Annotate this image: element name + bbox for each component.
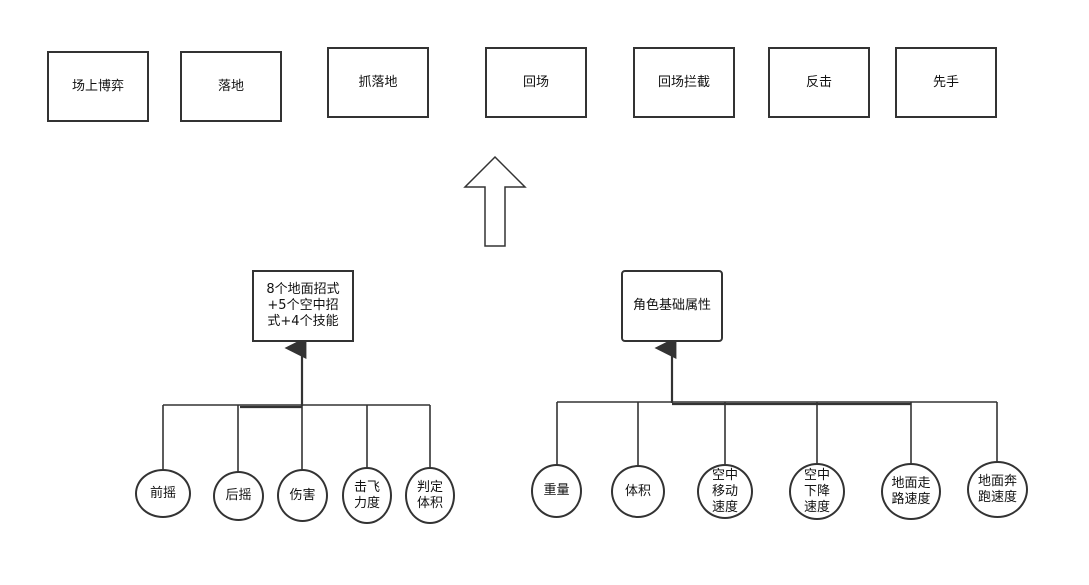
prop-recovery-node: 后摇 bbox=[213, 471, 264, 521]
prop-hitbox-label: 判定 体积 bbox=[416, 479, 443, 511]
moves-tree-connectors bbox=[162, 337, 431, 472]
top-return-label: 回场 bbox=[522, 74, 549, 90]
top-first-hand-label: 先手 bbox=[932, 74, 959, 90]
prop-air-speed-label: 空中 移动 速度 bbox=[711, 467, 738, 515]
prop-walk-speed-node: 地面走 路速度 bbox=[881, 463, 941, 520]
top-catch-landing-label: 抓落地 bbox=[358, 74, 398, 90]
prop-weight-label: 重量 bbox=[543, 483, 570, 498]
top-first-hand-box: 先手 bbox=[895, 47, 997, 118]
prop-fall-speed-node: 空中 下降 速度 bbox=[789, 463, 845, 520]
prop-damage-label: 伤害 bbox=[289, 487, 316, 503]
prop-volume-label: 体积 bbox=[624, 483, 651, 499]
prop-run-speed-label: 地面奔 跑速度 bbox=[977, 473, 1017, 505]
prop-weight-node: 重量 bbox=[531, 464, 582, 518]
big-up-arrow bbox=[463, 155, 527, 247]
top-field-play-label: 场上博弈 bbox=[71, 78, 124, 94]
attributes-tree-connectors bbox=[556, 337, 998, 466]
prop-hitbox-node: 判定 体积 bbox=[405, 467, 455, 524]
attributes-box-label: 角色基础属性 bbox=[632, 298, 711, 313]
prop-walk-speed-label: 地面走 路速度 bbox=[891, 475, 931, 507]
top-counterattack-label: 反击 bbox=[805, 74, 832, 90]
prop-volume-node: 体积 bbox=[611, 465, 665, 518]
moves-box: 8个地面招式 +5个空中招 式+4个技能 bbox=[252, 270, 354, 342]
top-landing-label: 落地 bbox=[217, 78, 244, 94]
prop-knockback-label: 击飞 力度 bbox=[353, 479, 380, 511]
prop-recovery-label: 后摇 bbox=[225, 488, 252, 503]
prop-knockback-node: 击飞 力度 bbox=[342, 467, 392, 524]
prop-run-speed-node: 地面奔 跑速度 bbox=[967, 461, 1028, 518]
moves-box-label: 8个地面招式 +5个空中招 式+4个技能 bbox=[266, 282, 340, 329]
top-return-intercept-box: 回场拦截 bbox=[633, 47, 735, 118]
attributes-box: 角色基础属性 bbox=[621, 270, 723, 342]
top-field-play-box: 场上博弈 bbox=[47, 51, 149, 122]
top-catch-landing-box: 抓落地 bbox=[327, 47, 429, 118]
prop-damage-node: 伤害 bbox=[277, 469, 328, 522]
prop-startup-node: 前摇 bbox=[135, 469, 191, 518]
top-landing-box: 落地 bbox=[180, 51, 282, 122]
prop-startup-label: 前摇 bbox=[149, 485, 176, 501]
top-return-box: 回场 bbox=[485, 47, 587, 118]
prop-air-speed-node: 空中 移动 速度 bbox=[697, 464, 753, 519]
top-counterattack-box: 反击 bbox=[768, 47, 870, 118]
top-return-intercept-label: 回场拦截 bbox=[657, 74, 710, 90]
prop-fall-speed-label: 空中 下降 速度 bbox=[803, 467, 830, 515]
